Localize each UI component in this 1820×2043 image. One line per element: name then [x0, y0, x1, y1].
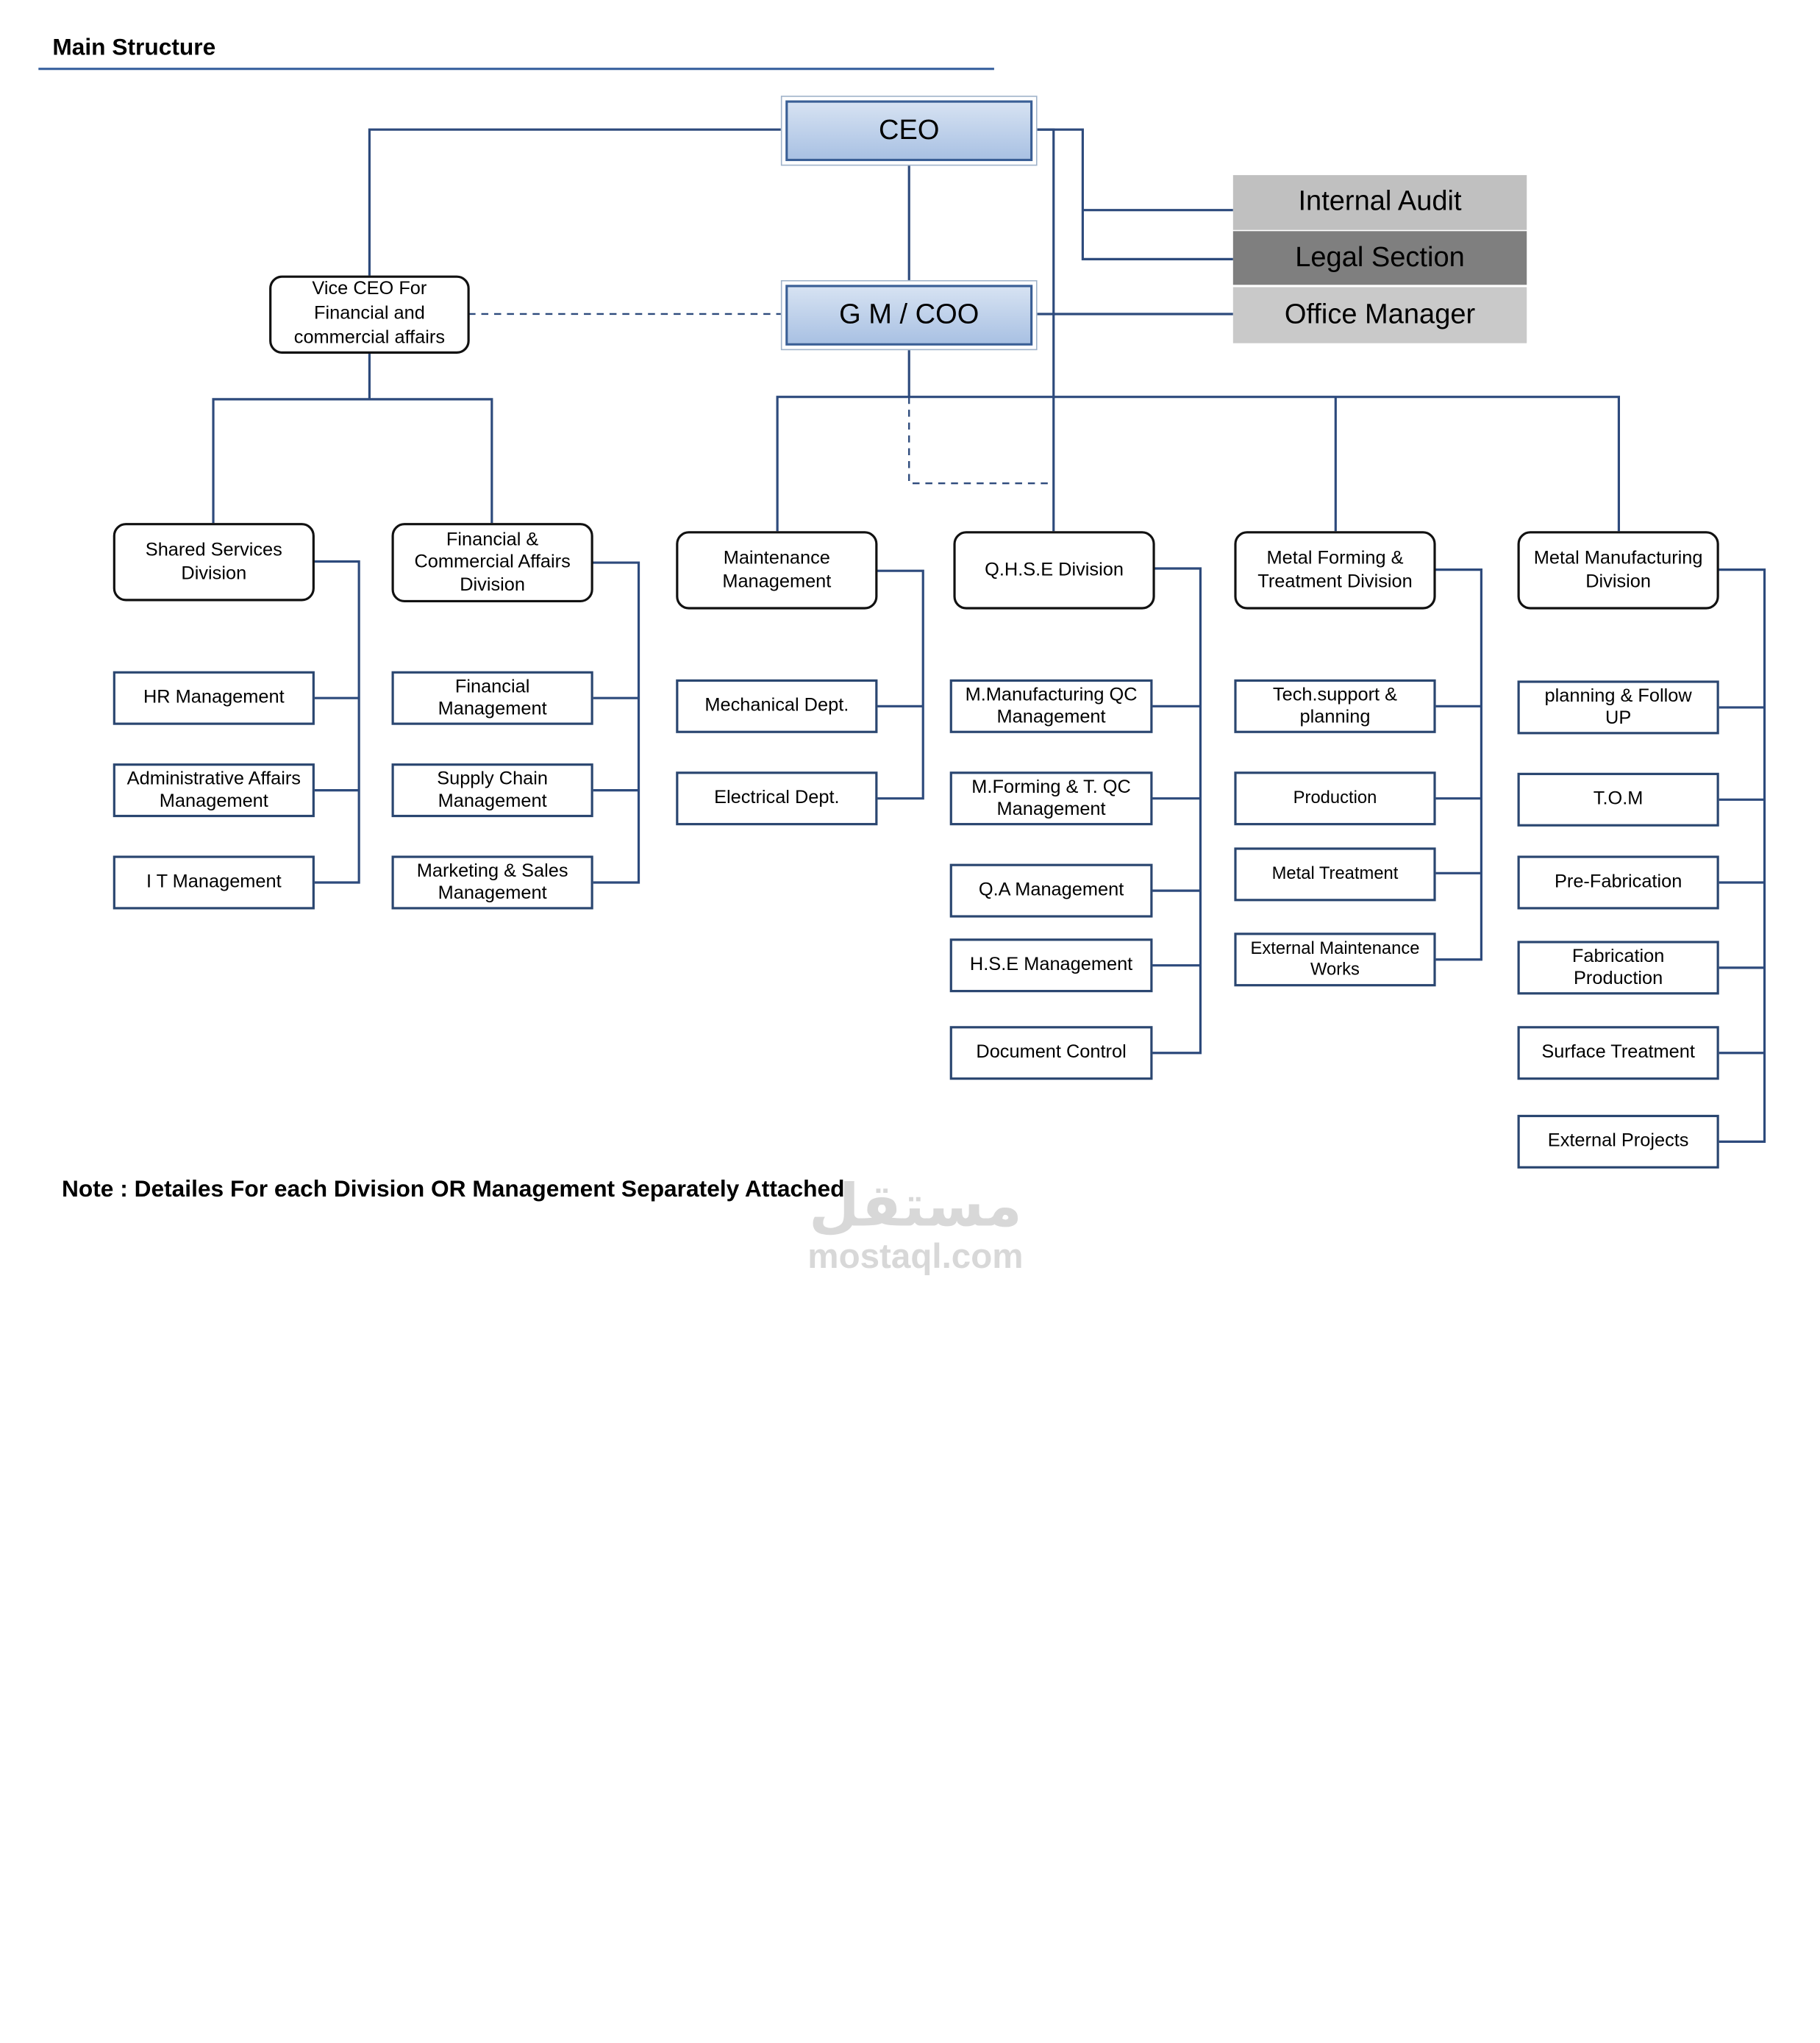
office-manager-box: Office Manager: [1232, 287, 1527, 343]
qhse-division: Q.H.S.E Division: [953, 531, 1155, 610]
unit-production: Production: [1234, 771, 1436, 826]
financial-commercial-division: Financial & Commercial Affairs Division: [391, 523, 593, 603]
division-bus: [776, 396, 1621, 532]
vice-ceo-box: Vice CEO For Financial and commercial af…: [269, 275, 470, 354]
shared-services-division: Shared Services Division: [113, 523, 315, 602]
unit-supply-chain: Supply Chain Management: [391, 763, 593, 818]
unit-external-maintenance: External Maintenance Works: [1234, 933, 1436, 987]
watermark-arabic: مستقل: [809, 1172, 1022, 1240]
maintenance-management: Maintenance Management: [676, 531, 878, 610]
connector-lines: [212, 128, 1766, 1143]
unit-mforming-qc: M.Forming & T. QC Management: [949, 771, 1153, 826]
unit-pre-fabrication: Pre-Fabrication: [1517, 855, 1719, 910]
gm-coo-label: G M / COO: [785, 285, 1033, 346]
unit-fabrication-production: Fabrication Production: [1517, 941, 1719, 995]
unit-marketing-sales: Marketing & Sales Management: [391, 855, 593, 910]
legal-section-box: Legal Section: [1232, 231, 1527, 285]
unit-qa-management: Q.A Management: [949, 863, 1153, 918]
ceo-label: CEO: [785, 100, 1033, 162]
unit-mechanical-dept: Mechanical Dept.: [676, 679, 878, 733]
unit-planning-follow-up: planning & Follow UP: [1517, 680, 1719, 735]
metal-forming-division: Metal Forming & Treatment Division: [1234, 531, 1436, 610]
watermark-latin: mostaql.com: [807, 1237, 1024, 1276]
unit-surface-treatment: Surface Treatment: [1517, 1026, 1719, 1080]
watermark-logo: مستقل mostaql.com: [802, 1173, 1029, 1276]
connector-ceo-side: [1035, 128, 1233, 260]
ceo-box: CEO: [780, 96, 1038, 166]
footnote: Note : Detailes For each Division OR Man…: [61, 1176, 845, 1202]
unit-mmanufacturing-qc: M.Manufacturing QC Management: [949, 679, 1153, 733]
unit-hr-management: HR Management: [113, 671, 315, 725]
unit-metal-treatment: Metal Treatment: [1234, 847, 1436, 902]
page-title: Main Structure: [52, 35, 216, 61]
unit-hse-management: H.S.E Management: [949, 938, 1153, 993]
dashed-gm-qhse: [908, 396, 1054, 485]
metal-manufacturing-division: Metal Manufacturing Division: [1517, 531, 1719, 610]
unit-external-projects: External Projects: [1517, 1114, 1719, 1169]
unit-financial-management: Financial Management: [391, 671, 593, 725]
internal-audit-box: Internal Audit: [1232, 175, 1527, 230]
unit-it-management: I T Management: [113, 855, 315, 910]
unit-tech-support-planning: Tech.support & planning: [1234, 679, 1436, 733]
unit-tom: T.O.M: [1517, 772, 1719, 827]
unit-electrical-dept: Electrical Dept.: [676, 771, 878, 826]
unit-administrative-affairs: Administrative Affairs Management: [113, 763, 315, 818]
left-division-bus: [212, 398, 493, 524]
connector-ceo-qhse: [1035, 128, 1055, 532]
gm-coo-box: G M / COO: [780, 279, 1038, 351]
unit-document-control: Document Control: [949, 1026, 1153, 1080]
connector-ceo-vice: [368, 128, 781, 276]
title-underline: [38, 68, 994, 71]
